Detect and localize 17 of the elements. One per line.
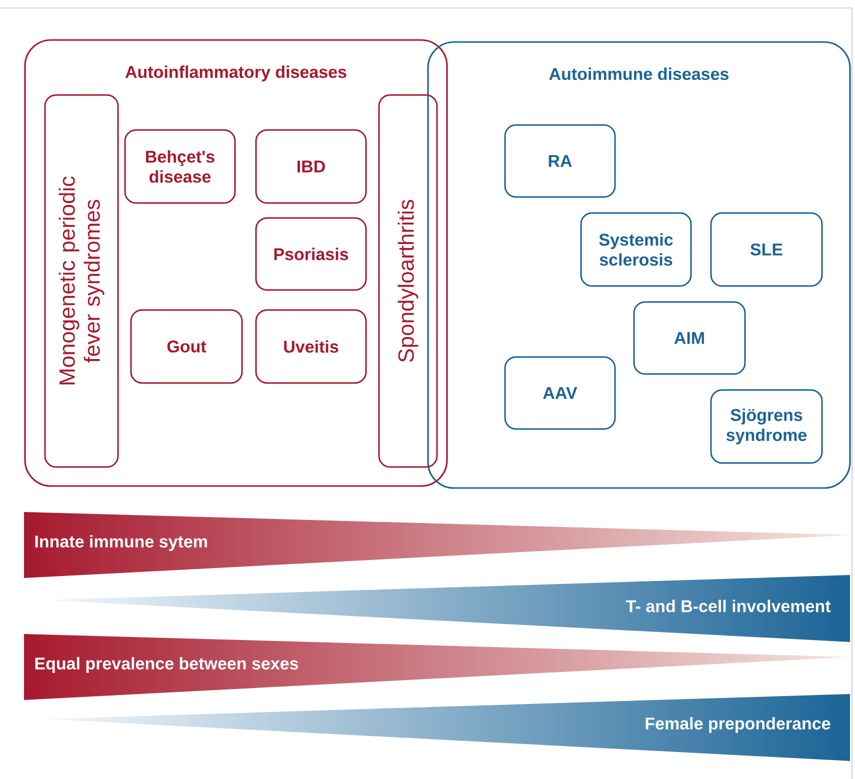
disease-box: Psoriasis: [255, 217, 367, 291]
disease-box: AIM: [633, 301, 746, 375]
disease-box: Gout: [130, 309, 243, 384]
disease-box: Uveitis: [255, 309, 367, 384]
disease-box: Systemic sclerosis: [580, 212, 692, 287]
gradient-wedge: T- and B-cell involvement: [626, 600, 831, 612]
disease-box: RA: [504, 124, 616, 198]
gradient-wedge: Female preponderance: [646, 717, 830, 733]
disease-box: Monogenetic periodic fever syndromes: [44, 94, 119, 468]
disease-box: AAV: [504, 356, 616, 430]
disease-box: Sjögrens syndrome: [710, 389, 823, 464]
gradient-wedge: Innate immune sytem: [35, 535, 207, 551]
disease-box: Behçet's disease: [124, 129, 236, 204]
disease-box: IBD: [255, 129, 367, 204]
disease-box: Spondyloarthritis: [378, 94, 438, 468]
disease-box: SLE: [710, 212, 823, 287]
gradient-wedge: Equal prevalence between sexes: [35, 657, 298, 673]
